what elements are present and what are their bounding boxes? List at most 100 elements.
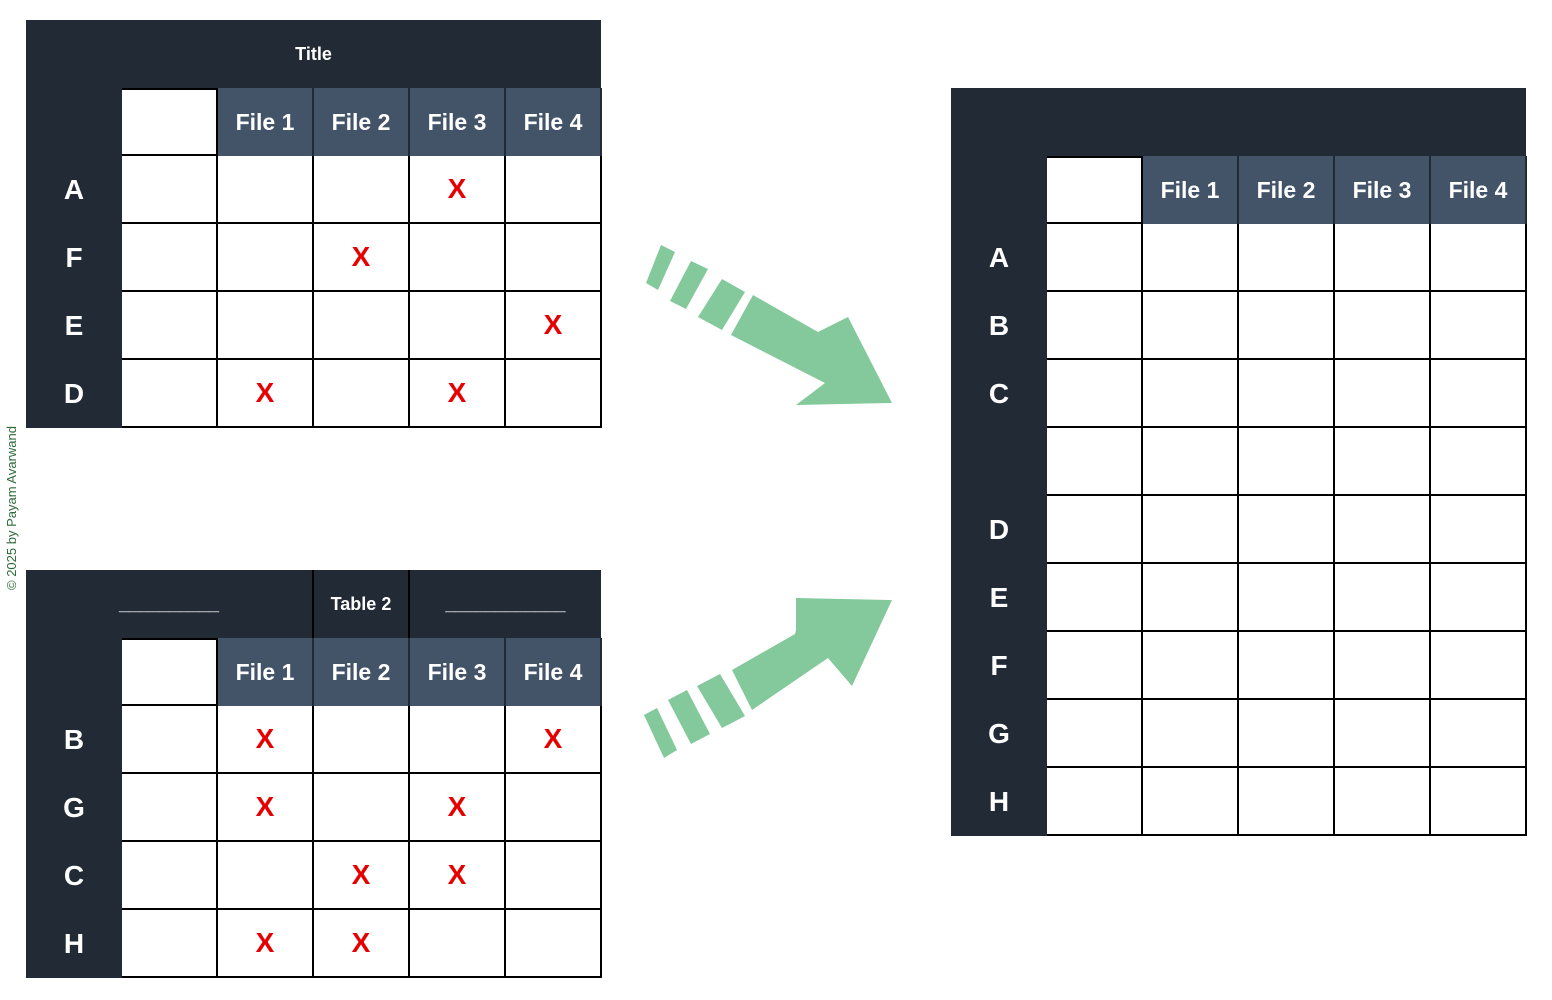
table3-cell xyxy=(1047,428,1143,496)
table1-cell xyxy=(122,292,218,360)
table2-cell xyxy=(506,910,602,978)
table3-title-bar xyxy=(951,88,1526,156)
table2-cell xyxy=(122,910,218,978)
table2-header-blank xyxy=(122,638,218,706)
table1-cell: X xyxy=(314,224,410,292)
x-mark: X xyxy=(351,927,371,958)
table3-corner xyxy=(951,156,1047,224)
table1-corner xyxy=(26,88,122,156)
table1-header-blank xyxy=(122,88,218,156)
table3-cell xyxy=(1431,700,1527,768)
table1-cell: X xyxy=(410,360,506,428)
table2-cell xyxy=(122,842,218,910)
table3-cell xyxy=(1239,700,1335,768)
table2-cell: X xyxy=(410,842,506,910)
x-mark: X xyxy=(447,173,467,204)
table3-row-label: F xyxy=(951,632,1047,700)
table1-cell xyxy=(218,156,314,224)
table1-cell xyxy=(218,224,314,292)
table3-cell xyxy=(1047,360,1143,428)
table3-cell xyxy=(1431,564,1527,632)
table3-cell xyxy=(1143,564,1239,632)
table3-cell xyxy=(1047,292,1143,360)
table3-cell xyxy=(1431,360,1527,428)
table3-cell xyxy=(1431,224,1527,292)
table1-cell: X xyxy=(506,292,602,360)
table3-cell xyxy=(1047,700,1143,768)
table1-cell xyxy=(506,156,602,224)
table3-cell xyxy=(1143,700,1239,768)
table1-cell xyxy=(506,360,602,428)
table1-row-label: F xyxy=(26,224,122,292)
x-mark: X xyxy=(351,859,371,890)
table3-column-header: File 1 xyxy=(1143,156,1239,224)
table3-cell xyxy=(1047,564,1143,632)
table3-cell xyxy=(1143,632,1239,700)
x-mark: X xyxy=(351,241,371,272)
table2-cell: X xyxy=(410,774,506,842)
table1-row-label: D xyxy=(26,360,122,428)
table1-row-label: A xyxy=(26,156,122,224)
table1-column-header: File 1 xyxy=(218,88,314,156)
table3-cell xyxy=(1239,292,1335,360)
table2-cell xyxy=(314,774,410,842)
table3-cell xyxy=(1335,496,1431,564)
table2-column-header: File 3 xyxy=(410,638,506,706)
table3-row-label: A xyxy=(951,224,1047,292)
table2-cell: X xyxy=(314,842,410,910)
table3-row-label xyxy=(951,428,1047,496)
table1-cell xyxy=(314,156,410,224)
table2-row-label: H xyxy=(26,910,122,978)
arrow-up-right-icon xyxy=(644,598,892,758)
table2-title-center: Table 2 xyxy=(314,570,410,638)
table1-cell xyxy=(314,292,410,360)
table3-cell xyxy=(1431,292,1527,360)
x-mark: X xyxy=(255,723,275,754)
table1-cell: X xyxy=(410,156,506,224)
table3-cell xyxy=(1143,428,1239,496)
arrow-down-right-shape xyxy=(646,245,892,405)
table3-column-header: File 3 xyxy=(1335,156,1431,224)
table3-cell xyxy=(1239,564,1335,632)
table3-cell xyxy=(1335,224,1431,292)
table3-cell xyxy=(1143,360,1239,428)
table3-cell xyxy=(1335,632,1431,700)
table3-row-label: B xyxy=(951,292,1047,360)
table3-row-label: C xyxy=(951,360,1047,428)
table3-column-header: File 2 xyxy=(1239,156,1335,224)
table1-cell xyxy=(122,156,218,224)
table1-cell xyxy=(122,224,218,292)
table3-column-header: File 4 xyxy=(1431,156,1527,224)
table2-cell: X xyxy=(314,910,410,978)
arrow-up-right-shape xyxy=(644,598,892,758)
table1-column-header: File 4 xyxy=(506,88,602,156)
table1-title: Title xyxy=(295,43,332,64)
table3-cell xyxy=(1335,360,1431,428)
table2-cell xyxy=(218,842,314,910)
table1-cell xyxy=(410,292,506,360)
table3-row-label: D xyxy=(951,496,1047,564)
table3-header-blank xyxy=(1047,156,1143,224)
table3-cell xyxy=(1431,496,1527,564)
table2-cell: X xyxy=(218,910,314,978)
table3-row-label: G xyxy=(951,700,1047,768)
table1-cell xyxy=(314,360,410,428)
table2-cell: X xyxy=(506,706,602,774)
table2-corner xyxy=(26,638,122,706)
table3-cell xyxy=(1047,768,1143,836)
table3-cell xyxy=(1143,496,1239,564)
table1-column-header: File 3 xyxy=(410,88,506,156)
x-mark: X xyxy=(543,723,563,754)
table3-cell xyxy=(1143,224,1239,292)
table3-cell xyxy=(1239,224,1335,292)
table1-column-header: File 2 xyxy=(314,88,410,156)
table2-row-label: C xyxy=(26,842,122,910)
table3-cell xyxy=(1239,360,1335,428)
table3-cell xyxy=(1143,768,1239,836)
table3-row-label: E xyxy=(951,564,1047,632)
table2-row-label: B xyxy=(26,706,122,774)
x-mark: X xyxy=(447,377,467,408)
